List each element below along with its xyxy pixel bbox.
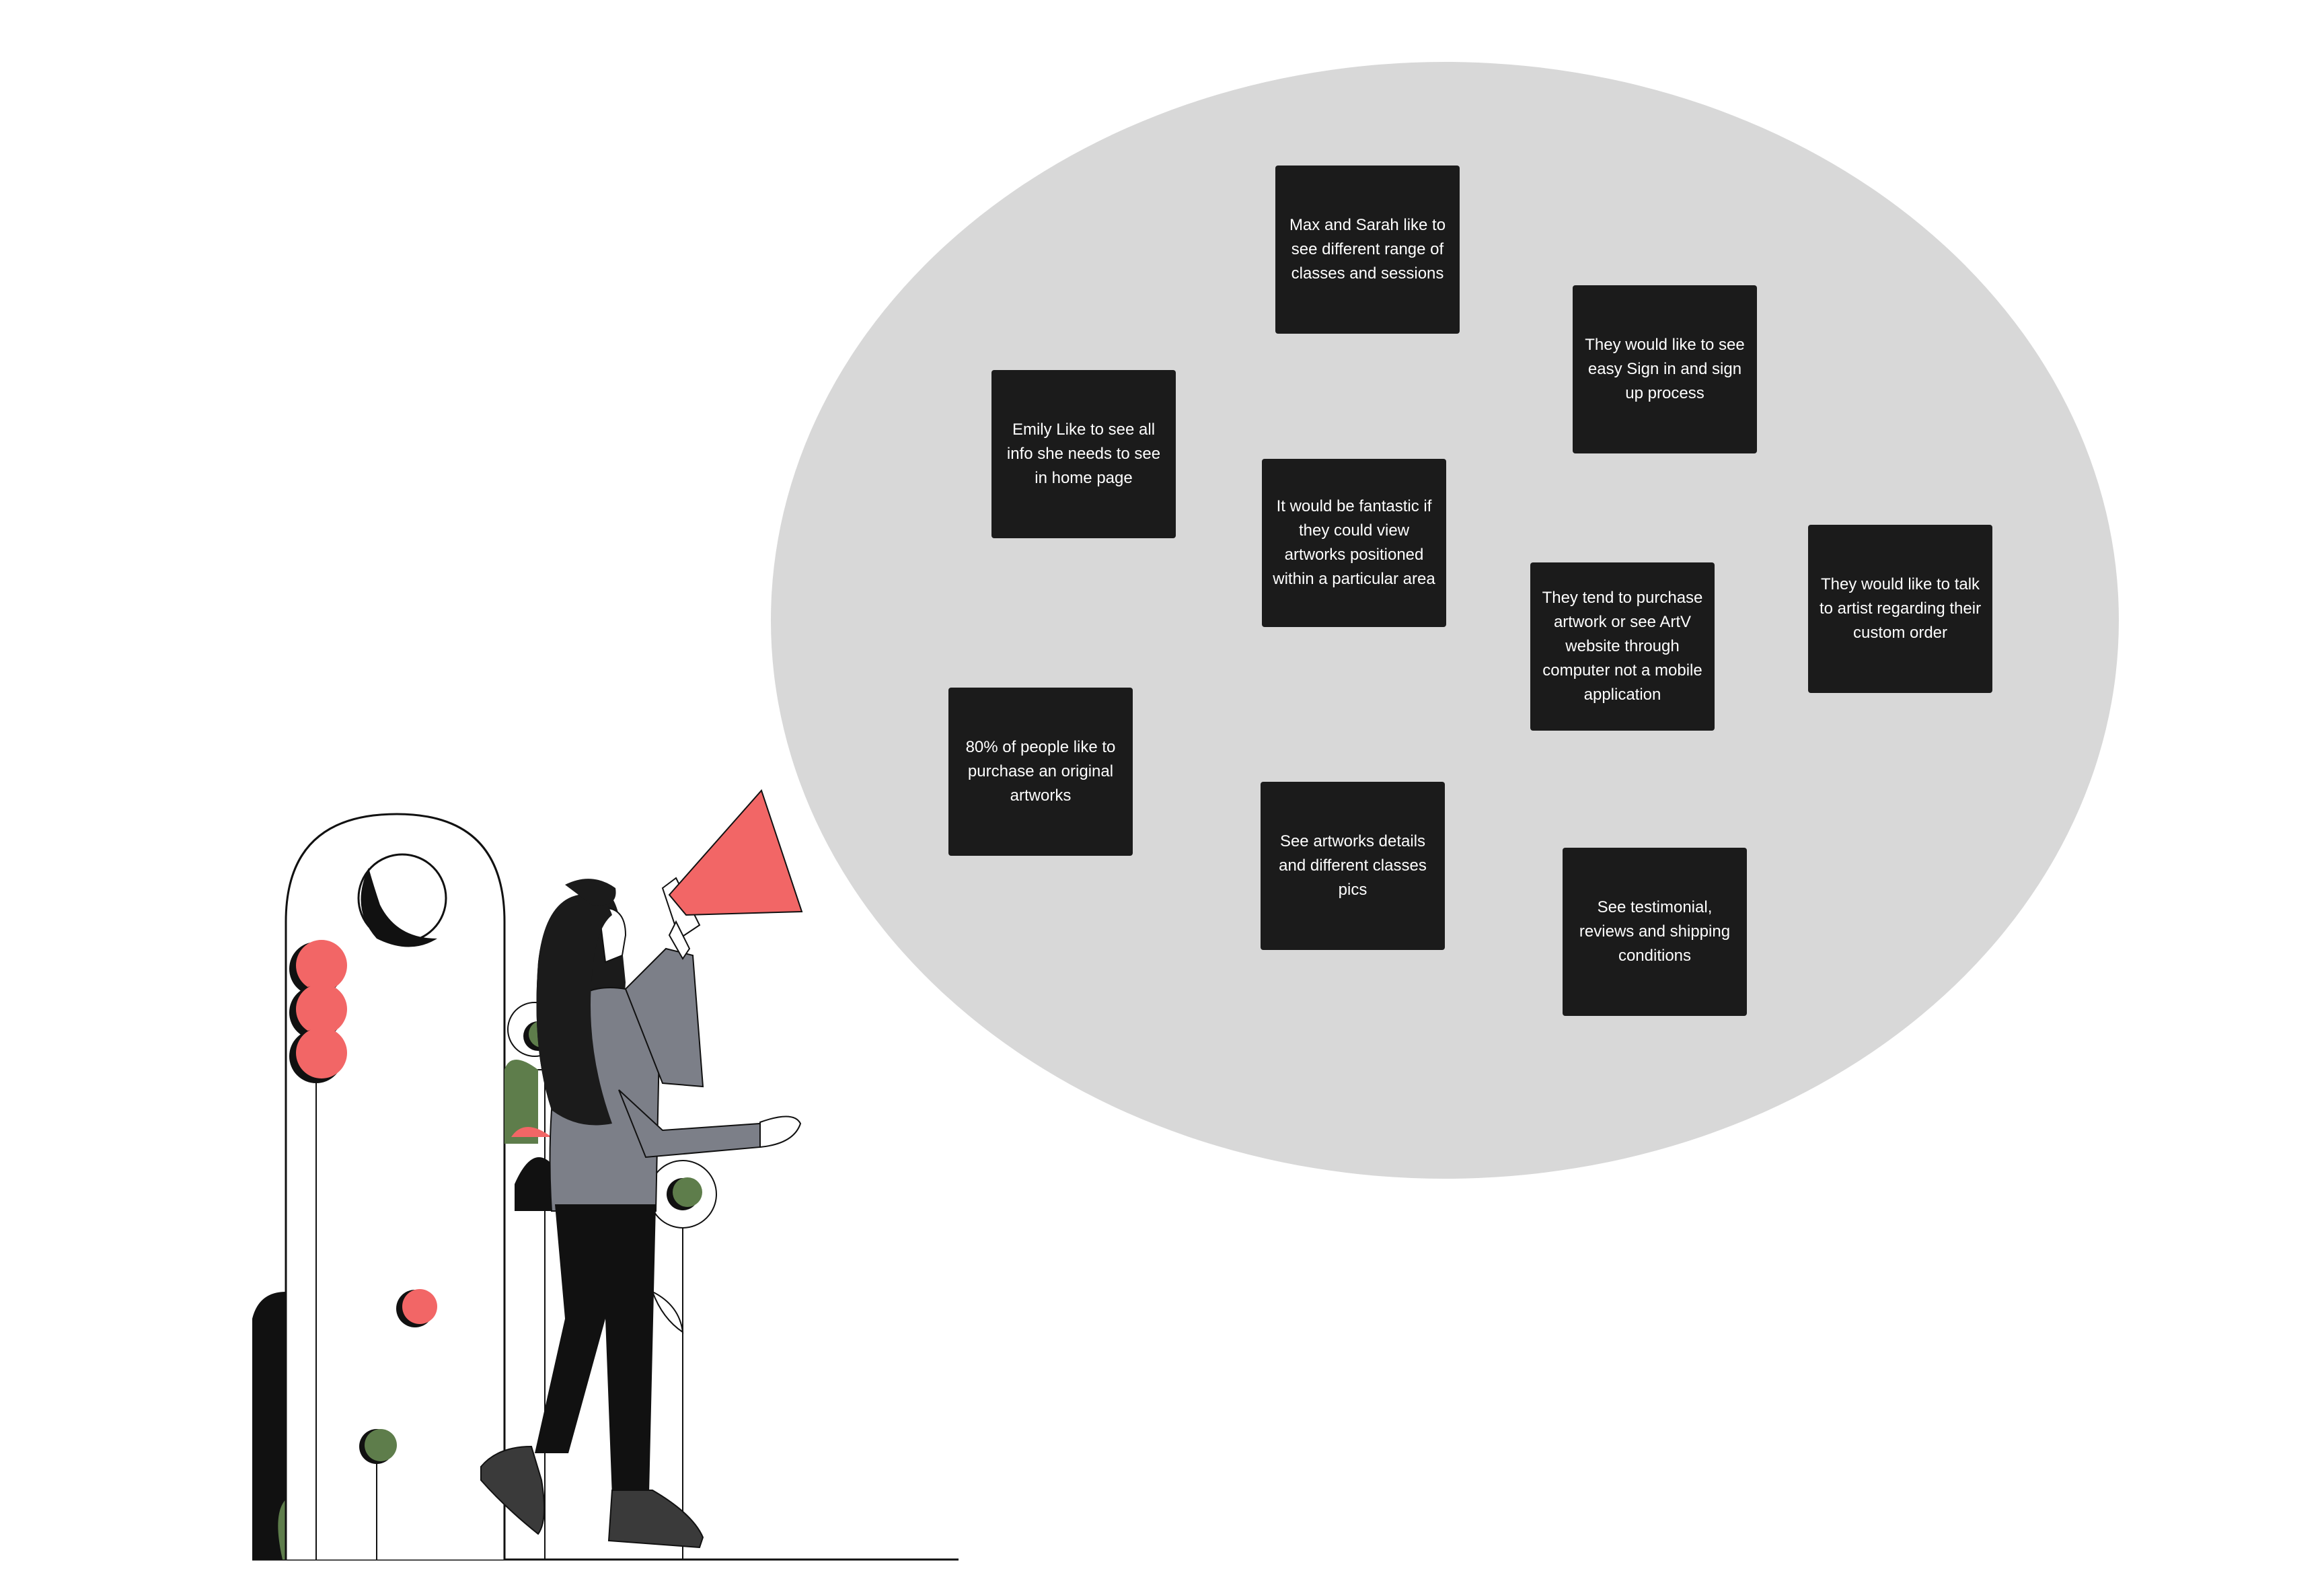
- moon-shape: [361, 868, 437, 947]
- note-text: It would be fantastic if they could view…: [1273, 497, 1435, 588]
- note-original: 80% of people like to purchase an origin…: [948, 688, 1133, 856]
- note-testimonial: See testimonial, reviews and shipping co…: [1563, 848, 1747, 1016]
- pants: [535, 1204, 656, 1497]
- note-text: They tend to purchase artwork or see Art…: [1542, 589, 1703, 704]
- shoe-back: [480, 1445, 545, 1535]
- left-dark-shape: [252, 1292, 286, 1560]
- note-text: They would like to talk to artist regard…: [1819, 575, 1982, 642]
- note-max-sarah: Max and Sarah like to see different rang…: [1275, 166, 1460, 334]
- shoe-front: [607, 1490, 704, 1549]
- note-emily: Emily Like to see all info she needs to …: [991, 370, 1176, 538]
- note-sign-in: They would like to see easy Sign in and …: [1573, 285, 1757, 453]
- megaphone-icon: [661, 789, 803, 960]
- note-text: Max and Sarah like to see different rang…: [1289, 216, 1446, 283]
- note-text: Emily Like to see all info she needs to …: [1006, 420, 1161, 487]
- note-text: See artworks details and different class…: [1279, 832, 1427, 899]
- note-text: They would like to see easy Sign in and …: [1585, 336, 1745, 402]
- note-text: 80% of people like to purchase an origin…: [965, 738, 1116, 805]
- note-details: See artworks details and different class…: [1261, 782, 1445, 950]
- note-talk-artist: They would like to talk to artist regard…: [1808, 525, 1992, 693]
- note-view-artworks: It would be fantastic if they could view…: [1262, 459, 1446, 627]
- note-computer: They tend to purchase artwork or see Art…: [1530, 562, 1715, 731]
- note-text: See testimonial, reviews and shipping co…: [1579, 898, 1731, 965]
